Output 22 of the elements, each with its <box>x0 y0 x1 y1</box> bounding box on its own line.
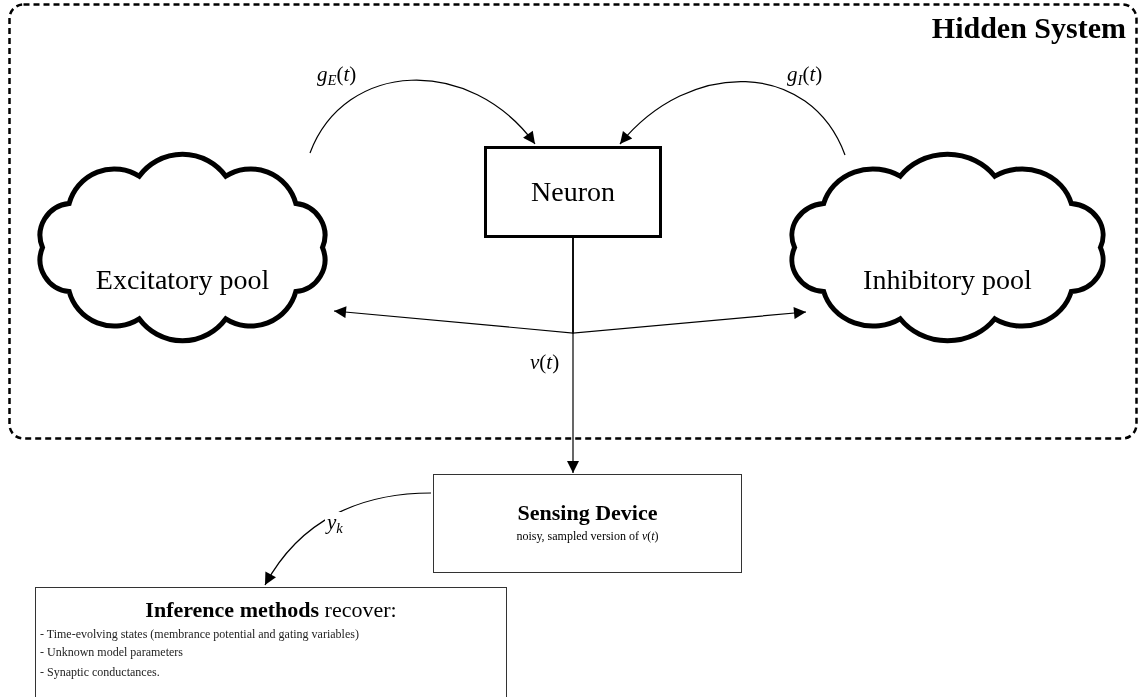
arrow <box>567 237 579 474</box>
section-title: Hidden System <box>931 11 1126 44</box>
node-label: Inhibitory pool <box>862 264 1033 296</box>
node-label: Excitatory pool <box>94 264 271 296</box>
list-item: - Time-evolving states (membrance potential and gating variables) <box>40 626 360 644</box>
edge-label: y$_{k}$ <box>325 512 345 536</box>
process-box <box>35 587 507 697</box>
box-heading: Sensing Device <box>516 501 659 526</box>
arrow <box>619 81 846 156</box>
node-label: Neuron <box>531 176 615 208</box>
list-item: - Unknown model parameters <box>40 644 184 662</box>
edge-label: g$_{E}$(t) <box>315 64 359 88</box>
box-subtitle: noisy, sampled version of v(t) <box>515 529 660 545</box>
system-boundary <box>8 3 1138 440</box>
process-box <box>433 474 742 573</box>
neuron-box <box>484 146 662 238</box>
box-heading: Inference methods recover: <box>144 598 398 623</box>
list-item: - Synaptic conductances. <box>40 664 161 682</box>
arrow <box>264 492 432 586</box>
arrow <box>309 79 536 154</box>
edge-label: g$_{I}$(t) <box>785 64 825 88</box>
edge-label: v(t) <box>528 352 562 373</box>
